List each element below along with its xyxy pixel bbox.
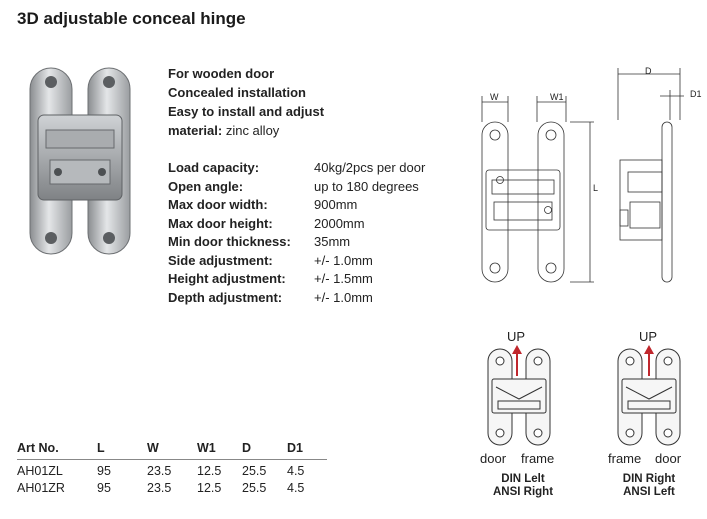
- material-value: zinc alloy: [225, 123, 280, 138]
- table-cell: 12.5: [197, 463, 222, 478]
- din-left-caption: DIN Lelt ANSI Right: [478, 473, 568, 499]
- dim-w-label: W: [490, 92, 499, 102]
- table-row: AH01ZL 95 23.5 12.5 25.5 4.5: [17, 460, 327, 480]
- door-label: door: [480, 451, 507, 466]
- feature-list: For wooden door Concealed installation E…: [168, 64, 324, 140]
- spec-value: +/- 1.0mm: [314, 289, 373, 305]
- table-cell: 25.5: [242, 480, 267, 495]
- caption-line: ANSI Right: [492, 486, 554, 498]
- spec-key: Min door thickness:: [168, 234, 291, 249]
- table-header: Art No.: [17, 437, 97, 460]
- up-label: UP: [507, 329, 526, 344]
- table-cell: 95: [97, 463, 111, 478]
- dim-w1-label: W1: [550, 92, 564, 102]
- spec-key: Depth adjustment:: [168, 289, 283, 305]
- feature-item: Easy to install and adjust: [168, 104, 325, 119]
- caption-line: DIN Lelt: [501, 473, 545, 485]
- din-right-diagram: [617, 345, 681, 446]
- table-header: D: [242, 437, 287, 460]
- frame-label: frame: [521, 451, 555, 466]
- table-header: W: [147, 437, 197, 460]
- page-title: 3D adjustable conceal hinge: [17, 9, 246, 28]
- frame-label: frame: [608, 451, 642, 466]
- caption-line: ANSI Left: [623, 486, 675, 498]
- spec-value: +/- 1.0mm: [314, 252, 373, 268]
- table-cell: AH01ZL: [17, 463, 63, 478]
- spec-value: 2000mm: [314, 215, 365, 231]
- table-cell: 23.5: [147, 463, 172, 478]
- table-header: D1: [287, 437, 327, 460]
- spec-key: Max door height:: [168, 215, 273, 231]
- feature-item: Concealed installation: [168, 85, 306, 100]
- spec-value: +/- 1.5mm: [314, 271, 373, 286]
- caption-line: DIN Right: [622, 473, 676, 485]
- din-left-diagram: [487, 345, 551, 446]
- feature-item: For wooden door: [168, 66, 275, 81]
- dimension-drawing: [481, 68, 684, 283]
- article-table: Art No. L W W1 D D1 AH01ZL 95 23.5 12.5 …: [17, 437, 327, 496]
- spec-value: 40kg/2pcs per door: [314, 160, 426, 175]
- table-header: L: [97, 437, 147, 460]
- table-row: AH01ZR 95 23.5 12.5 25.5 4.5: [17, 479, 327, 496]
- table-cell: 12.5: [197, 480, 222, 495]
- table-header: W1: [197, 437, 242, 460]
- dim-d-label: D: [645, 66, 652, 76]
- table-cell: 23.5: [147, 480, 172, 495]
- spec-value: up to 180 degrees: [314, 178, 419, 194]
- dim-l-label: L: [593, 183, 599, 193]
- spec-key: Side adjustment:: [168, 252, 273, 268]
- spec-list: Load capacity: 40kg/2pcs per door Open an…: [168, 159, 425, 307]
- hinge-photo: [29, 67, 131, 255]
- table-cell: 4.5: [287, 463, 305, 478]
- table-cell: AH01ZR: [17, 480, 65, 495]
- table-cell: 25.5: [242, 463, 267, 478]
- table-cell: 4.5: [287, 480, 305, 495]
- spec-key: Open angle:: [168, 178, 244, 194]
- up-label: UP: [639, 329, 658, 344]
- dim-d1-label: D1: [690, 89, 702, 99]
- table-cell: 95: [97, 480, 111, 495]
- spec-key: Max door width:: [168, 197, 268, 212]
- spec-value: 900mm: [314, 197, 358, 212]
- spec-value: 35mm: [314, 234, 351, 249]
- spec-key: Height adjustment:: [168, 271, 286, 286]
- material-label: material:: [168, 123, 223, 138]
- door-label: door: [655, 451, 682, 466]
- din-right-caption: DIN Right ANSI Left: [604, 473, 694, 499]
- spec-key: Load capacity:: [168, 160, 260, 175]
